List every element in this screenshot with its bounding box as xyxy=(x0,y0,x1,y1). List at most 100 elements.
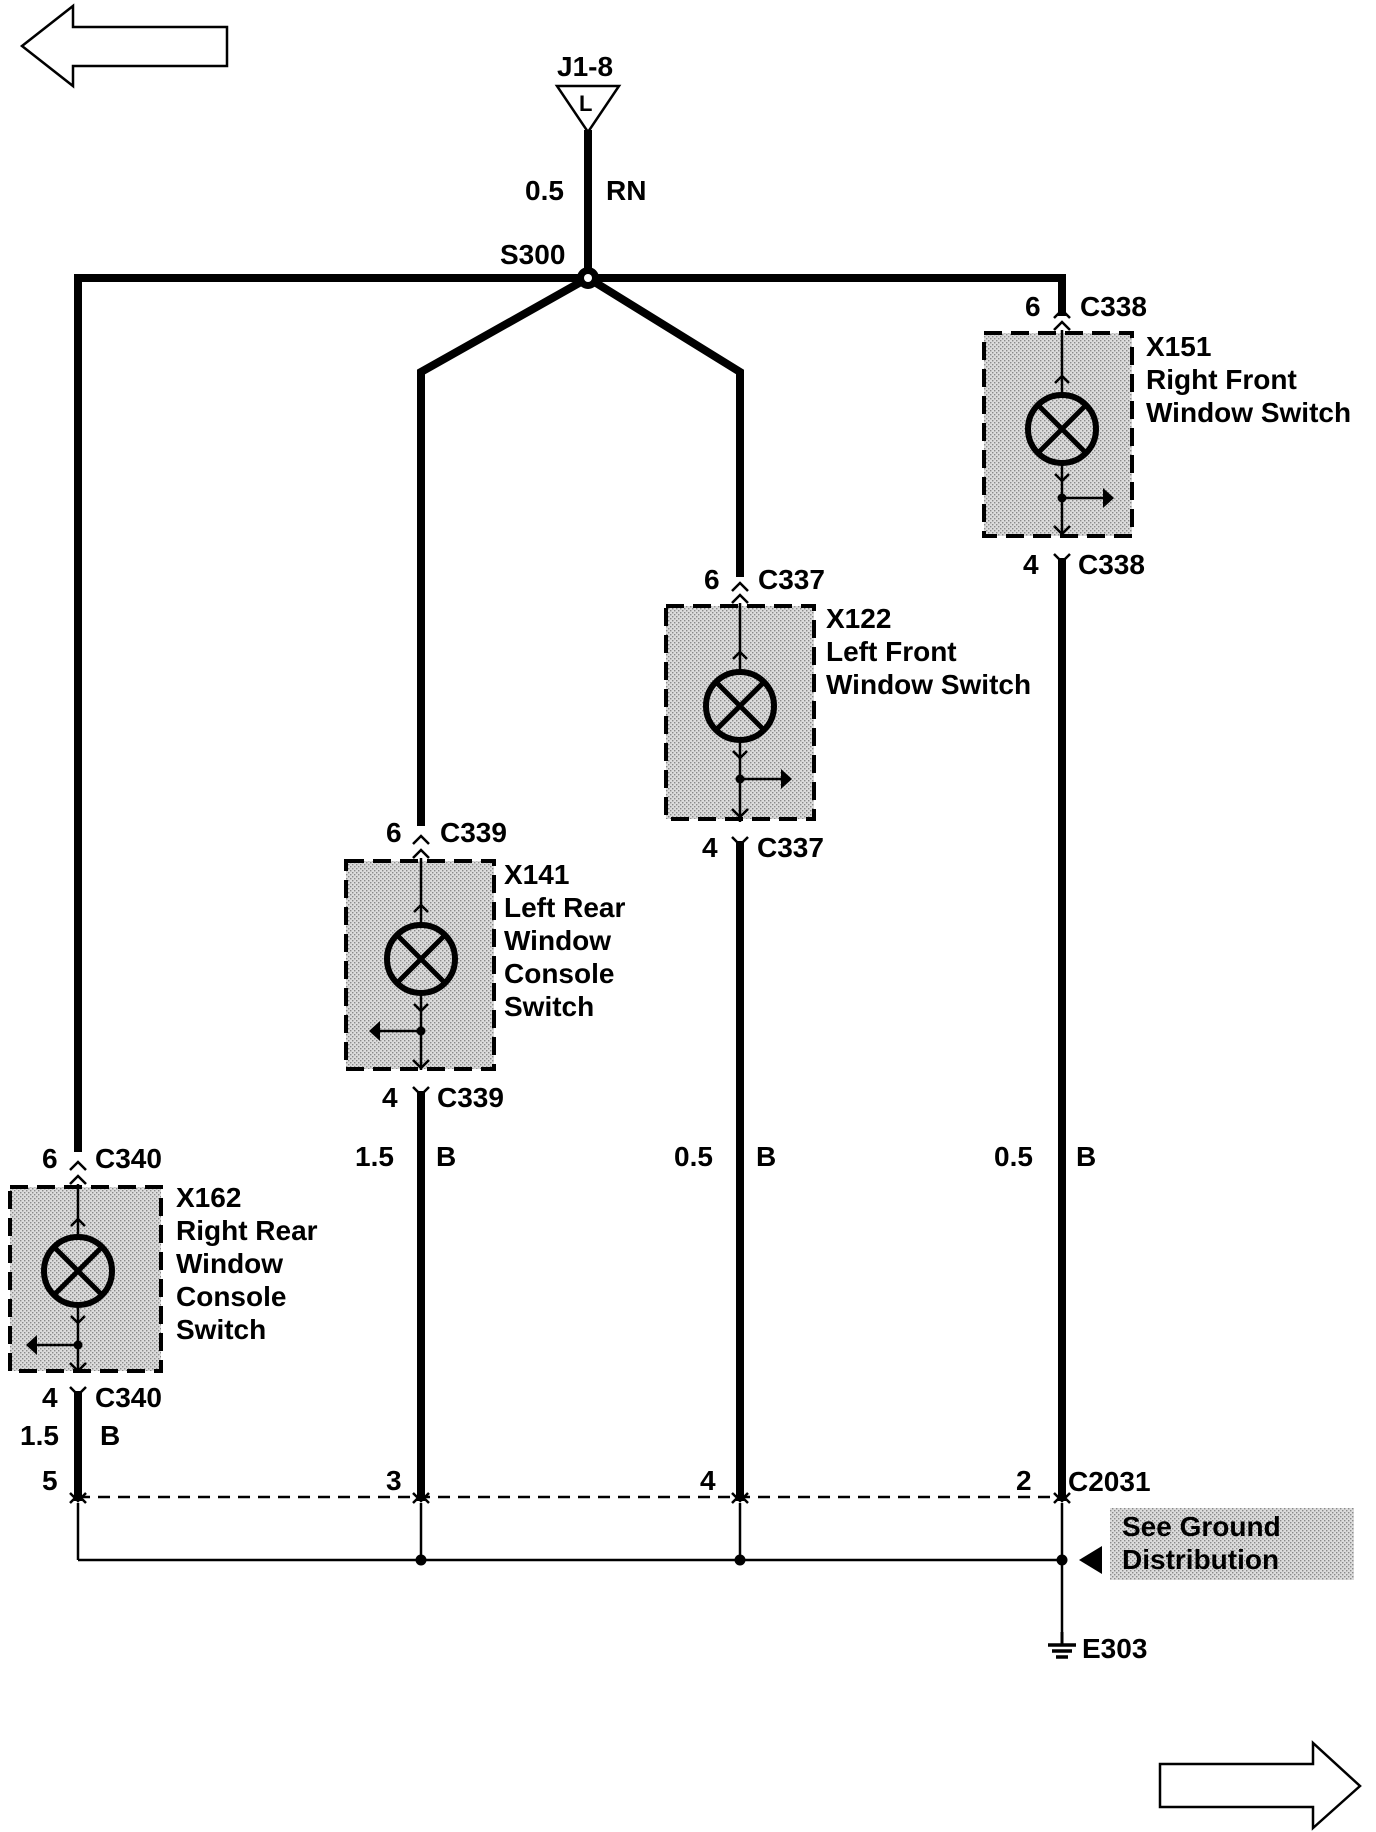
bus-wire-right xyxy=(584,274,1066,316)
ground-wire-color: B xyxy=(100,1420,120,1451)
pin-3-connector-icon xyxy=(412,1492,430,1504)
ground-wire-size: 1.5 xyxy=(355,1141,394,1172)
ground-note-background xyxy=(1110,1508,1354,1580)
x162-name-line4: Switch xyxy=(176,1314,266,1345)
ground-note-arrow-icon xyxy=(1079,1546,1102,1574)
ground-bus-node xyxy=(1056,1554,1068,1566)
branch-wire-x141 xyxy=(417,272,594,826)
x122-in-connector-icon xyxy=(731,581,749,592)
switch-x141: 6 C339 X141 Left Rear Window Console Swi… xyxy=(344,817,625,1501)
x162-in-connector: C340 xyxy=(95,1143,162,1174)
switch-x162: 6 C340 X162 Right Rear Window Console Sw… xyxy=(8,1143,318,1501)
terminal-label: J1-8 xyxy=(557,51,613,82)
x122-chevron-icon xyxy=(732,650,748,660)
x151-ground-tab-icon xyxy=(1103,488,1114,508)
x141-name-line3: Console xyxy=(504,958,614,989)
ground-note-line2: Distribution xyxy=(1122,1544,1279,1575)
x141-in-connector: C339 xyxy=(440,817,507,848)
x122-in-connector: C337 xyxy=(758,564,825,595)
x141-out-arrow-icon xyxy=(412,1059,430,1070)
x162-in-arrow-icon xyxy=(69,1174,87,1185)
x162-out-pin: 4 xyxy=(42,1382,58,1413)
connector-pin: 2 xyxy=(1016,1465,1032,1496)
x151-in-arrow-icon xyxy=(1053,320,1071,331)
ground-icon xyxy=(1048,1632,1076,1659)
ground-wire-color: B xyxy=(436,1141,456,1172)
x122-out-arrow-icon xyxy=(731,808,749,819)
x151-chevron-lower-icon xyxy=(1054,473,1070,483)
x141-in-connector-icon xyxy=(412,834,430,845)
x122-out-connector: C337 xyxy=(757,832,824,863)
x162-name-line2: Window xyxy=(176,1248,283,1279)
pin-4-connector-icon xyxy=(731,1492,749,1504)
connector-pin: 3 xyxy=(386,1465,402,1496)
branch-wire-x122 xyxy=(582,272,744,577)
x162-in-pin: 6 xyxy=(42,1143,58,1174)
x122-chevron-lower-icon xyxy=(732,750,748,760)
x141-out-pin: 4 xyxy=(382,1082,398,1113)
ground-wire-color: B xyxy=(1076,1141,1096,1172)
ground-connector-label: C2031 xyxy=(1068,1466,1151,1497)
ground-wire-size: 0.5 xyxy=(994,1141,1033,1172)
ground-wire-size: 1.5 xyxy=(20,1420,59,1451)
x151-out-arrow-icon xyxy=(1053,525,1071,536)
x141-chevron-lower-icon xyxy=(413,1003,429,1013)
x162-chevron-lower-icon xyxy=(70,1315,86,1325)
x151-in-connector-icon xyxy=(1053,308,1071,319)
x122-out-pin: 4 xyxy=(702,832,718,863)
x141-name-line1: Left Rear xyxy=(504,892,625,923)
x122-in-pin: 6 xyxy=(704,564,720,595)
ground-point: E303 xyxy=(1048,1632,1147,1664)
x151-out-pin: 4 xyxy=(1023,549,1039,580)
left-arrow-icon[interactable] xyxy=(19,3,229,89)
x122-id: X122 xyxy=(826,603,891,634)
x151-name-line2: Window Switch xyxy=(1146,397,1351,428)
ground-connector: 5 3 4 2 C2031 xyxy=(42,1465,1151,1504)
x141-id: X141 xyxy=(504,859,569,890)
terminal-triangle-icon xyxy=(554,84,622,135)
x141-ground-tab-icon xyxy=(369,1021,380,1041)
ground-note-line1: See Ground xyxy=(1122,1511,1281,1542)
ground-wire-size: 0.5 xyxy=(674,1141,713,1172)
switch-x122: 6 C337 X122 Left Front Window Switch 4 C… xyxy=(664,564,1031,1501)
x151-in-connector: C338 xyxy=(1080,291,1147,322)
pin-2-connector-icon xyxy=(1053,1492,1071,1504)
ground-bus-node xyxy=(734,1554,746,1566)
switch-x151: 6 C338 X151 Right Front Window Switch 4 … xyxy=(982,291,1351,1501)
ground-point-label: E303 xyxy=(1082,1633,1147,1664)
x141-out-connector: C339 xyxy=(437,1082,504,1113)
pin-5-connector-icon xyxy=(69,1492,87,1504)
feed-wire-color: RN xyxy=(606,175,646,206)
splice-label: S300 xyxy=(500,239,565,270)
x151-out-connector: C338 xyxy=(1078,549,1145,580)
x141-name-line4: Switch xyxy=(504,991,594,1022)
x122-name-line1: Left Front xyxy=(826,636,957,667)
x141-chevron-icon xyxy=(413,903,429,913)
x162-ground-tab-icon xyxy=(26,1335,37,1355)
right-arrow-icon[interactable] xyxy=(1158,1740,1362,1831)
x141-in-arrow-icon xyxy=(412,848,430,859)
x162-in-connector-icon xyxy=(69,1160,87,1171)
power-terminal: J1-8 L xyxy=(554,51,622,135)
ground-bus-node xyxy=(415,1554,427,1566)
x162-chevron-icon xyxy=(70,1217,86,1227)
connector-pin: 4 xyxy=(700,1465,716,1496)
x122-in-arrow-icon xyxy=(731,593,749,604)
bus-wire-left xyxy=(74,274,592,1152)
ground-wire-color: B xyxy=(756,1141,776,1172)
x162-id: X162 xyxy=(176,1182,241,1213)
x151-in-pin: 6 xyxy=(1025,291,1041,322)
x141-in-pin: 6 xyxy=(386,817,402,848)
x141-name-line2: Window xyxy=(504,925,611,956)
terminal-symbol: L xyxy=(579,91,592,116)
connector-pin: 5 xyxy=(42,1465,58,1496)
x151-chevron-icon xyxy=(1054,374,1070,384)
x122-name-line2: Window Switch xyxy=(826,669,1031,700)
feed-wire-size: 0.5 xyxy=(525,175,564,206)
ground-distribution-link[interactable]: See Ground Distribution xyxy=(1079,1508,1354,1580)
x162-out-arrow-icon xyxy=(69,1362,87,1373)
x151-name-line1: Right Front xyxy=(1146,364,1297,395)
x162-name-line3: Console xyxy=(176,1281,286,1312)
x162-name-line1: Right Rear xyxy=(176,1215,318,1246)
